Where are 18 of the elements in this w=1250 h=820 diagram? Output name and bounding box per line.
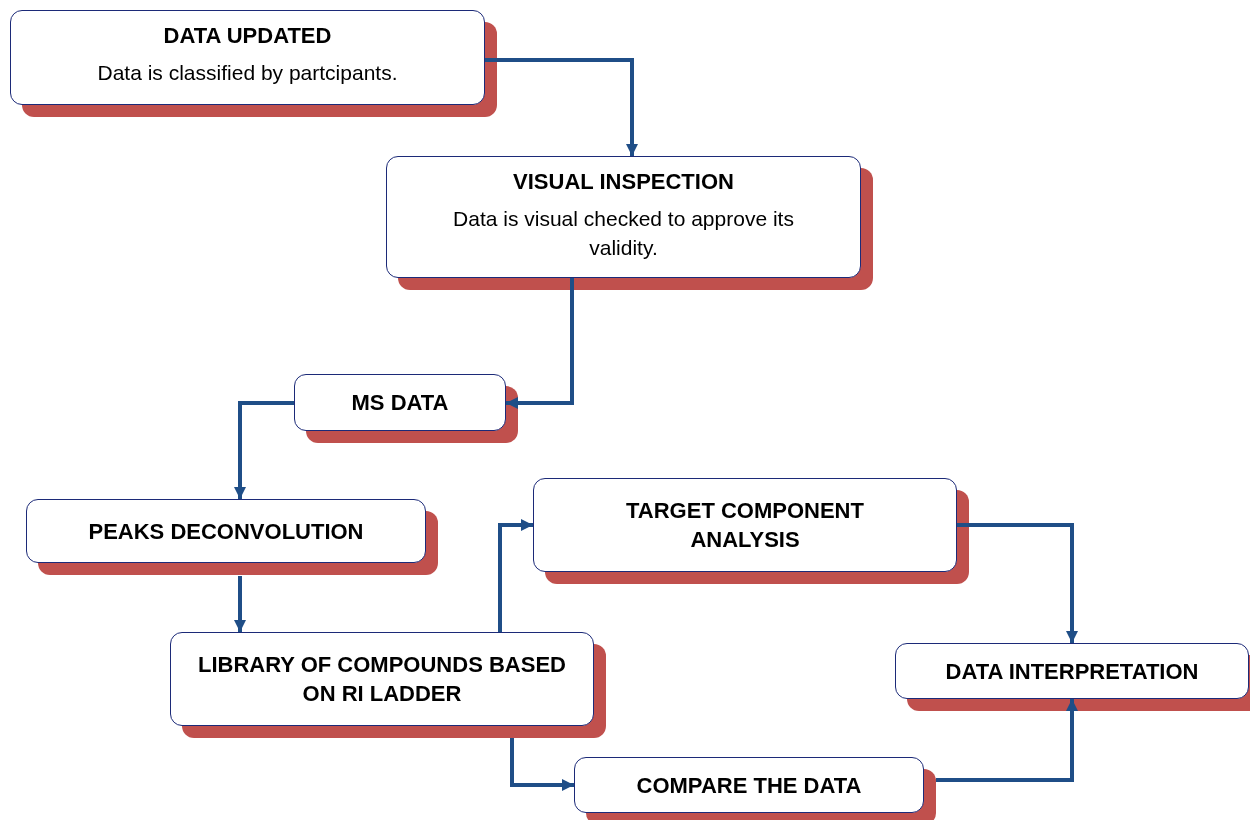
- box-title: COMPARE THE DATA: [636, 771, 862, 800]
- arrow: [485, 58, 638, 156]
- arrow: [234, 576, 246, 632]
- box-title: TARGET COMPONENT ANALYSIS: [625, 497, 865, 554]
- box-title: LIBRARY OF COMPOUNDS BASED ON RI LADDER: [197, 651, 567, 708]
- box-title: PEAKS DECONVOLUTION: [88, 517, 364, 546]
- arrow: [234, 401, 294, 499]
- box-title: VISUAL INSPECTION: [513, 168, 734, 196]
- arrow: [506, 278, 574, 409]
- arrow: [957, 523, 1078, 643]
- arrow: [936, 699, 1078, 782]
- box-description: Data is visual checked to approve its validity.: [452, 206, 795, 261]
- box-title: MS DATA: [351, 389, 449, 417]
- arrow: [510, 738, 574, 791]
- arrow: [498, 519, 533, 632]
- box-title: DATA UPDATED: [163, 22, 332, 50]
- box-title: DATA INTERPRETATION: [945, 657, 1199, 686]
- box-description: Data is classified by partcipants.: [97, 60, 398, 86]
